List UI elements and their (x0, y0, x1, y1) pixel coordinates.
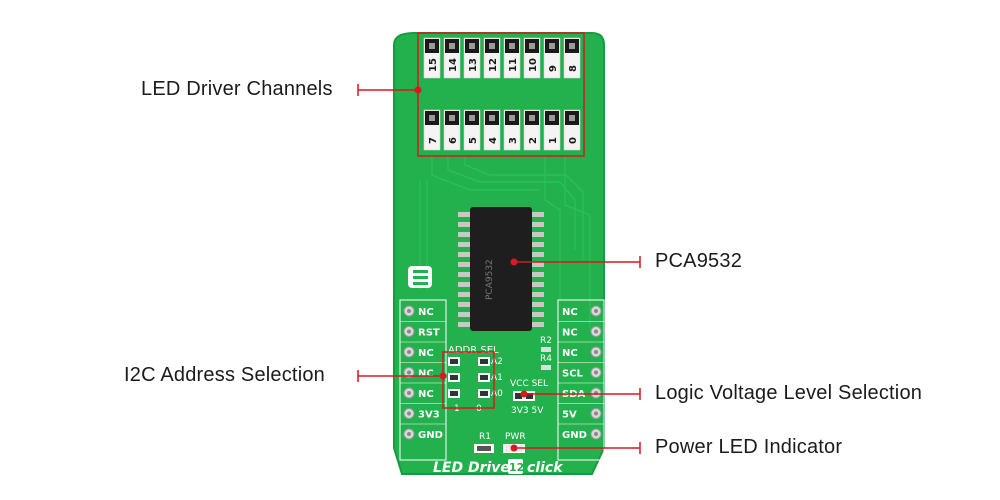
pin-left-gnd-6: GND (403, 428, 443, 441)
pin-label: GND (418, 430, 443, 441)
a0-label: A0 (491, 389, 503, 399)
pin-left-nc-0: NC (403, 305, 434, 318)
header-pin-2: 2 (523, 109, 541, 151)
header-label: 5 (468, 137, 479, 144)
pin-label: 5V (562, 410, 577, 421)
header-pin-12: 12 (483, 37, 501, 79)
address-jumpers: ADDR SEL A2 A1 A0 1 0 (448, 345, 503, 414)
header-label: 6 (448, 137, 459, 144)
callout-markers (357, 32, 641, 454)
header-label: 7 (428, 137, 439, 144)
header-label: 10 (528, 58, 539, 72)
header-label: 3 (508, 137, 519, 144)
pin-left-nc-4: NC (403, 387, 434, 400)
vcc-sel-label: VCC SEL (510, 379, 548, 389)
pin-label: NC (562, 348, 578, 359)
pin-label: 3V3 (418, 410, 440, 421)
callout-address: I2C Address Selection (124, 364, 325, 386)
header-pin-14: 14 (443, 37, 461, 79)
header-pin-9: 9 (543, 37, 561, 79)
pin-label: RST (418, 328, 440, 339)
vcc-options-label: 3V3 5V (511, 406, 544, 416)
resistors-r2-r4: R2 R4 (540, 336, 552, 370)
header-label: 1 (548, 137, 559, 144)
header-pin-13: 13 (463, 37, 481, 79)
header-label: 8 (568, 65, 579, 72)
board-name-number: 12 (509, 461, 524, 474)
callout-channels: LED Driver Channels (141, 78, 333, 100)
pin-label: GND (562, 430, 587, 441)
header-label: 2 (528, 137, 539, 144)
a2-label: A2 (491, 357, 503, 367)
r2-label: R2 (540, 336, 552, 346)
pin-label: NC (418, 369, 434, 380)
pin-header-top: 15 14 13 12 11 10 9 8 (423, 37, 581, 79)
pwr-label: PWR (505, 432, 526, 442)
address-highlight-box (442, 351, 495, 409)
pin-label: SCL (562, 369, 584, 380)
header-pin-11: 11 (503, 37, 521, 79)
sel-one-label: 1 (454, 404, 460, 414)
callout-power-led: Power LED Indicator (655, 436, 843, 458)
chip-marking: PCA9532 (485, 259, 495, 300)
pin-label: NC (562, 307, 578, 318)
header-pin-6: 6 (443, 109, 461, 151)
pin-left-nc-2: NC (403, 346, 434, 359)
callout-logic-voltage: Logic Voltage Level Selection (655, 382, 923, 404)
r4-label: R4 (540, 354, 552, 364)
header-label: 15 (428, 58, 439, 72)
callout-chip: PCA9532 (655, 250, 743, 272)
header-label: 12 (488, 58, 499, 72)
a1-label: A1 (491, 373, 503, 383)
board-name: LED Driver 12 click (433, 459, 564, 476)
pin-left-rst-1: RST (403, 326, 440, 339)
pin-label: NC (418, 307, 434, 318)
header-pin-8: 8 (563, 37, 581, 79)
header-pin-10: 10 (523, 37, 541, 79)
pin-right-nc-2: NC (562, 346, 602, 359)
channels-highlight-box (417, 32, 585, 157)
board-name-suffix: click (527, 460, 564, 476)
pin-label: NC (562, 328, 578, 339)
pin-header-bottom: 7 6 5 4 3 2 1 0 (423, 109, 581, 151)
header-pin-7: 7 (423, 109, 441, 151)
pca9532-chip: PCA9532 (458, 207, 544, 331)
header-pin-0: 0 (563, 109, 581, 151)
header-label: 9 (548, 65, 559, 72)
header-pin-3: 3 (503, 109, 521, 151)
sel-zero-label: 0 (476, 404, 482, 414)
header-label: 14 (448, 58, 459, 72)
callout-dots (414, 86, 528, 452)
header-label: 0 (568, 137, 579, 144)
header-pin-1: 1 (543, 109, 561, 151)
pin-right-5v-5: 5V (562, 408, 602, 421)
pin-right-gnd-6: GND (562, 428, 602, 441)
pin-left-nc-3: NC (403, 367, 434, 380)
pin-right-scl-3: SCL (562, 367, 602, 380)
header-label: 4 (488, 137, 499, 144)
addr-sel-label: ADDR SEL (448, 345, 499, 356)
header-label: 13 (468, 58, 479, 72)
pin-right-nc-1: NC (562, 326, 602, 339)
header-pin-5: 5 (463, 109, 481, 151)
header-label: 11 (508, 58, 519, 72)
r1-label: R1 (479, 432, 491, 442)
pin-label: NC (418, 389, 434, 400)
pin-label: NC (418, 348, 434, 359)
pin-right-nc-0: NC (562, 305, 602, 318)
mikroe-logo (408, 266, 432, 288)
header-pin-4: 4 (483, 109, 501, 151)
header-pin-15: 15 (423, 37, 441, 79)
board-name-text: LED Driver (433, 460, 518, 476)
pin-left-3v3-5: 3V3 (403, 408, 440, 421)
